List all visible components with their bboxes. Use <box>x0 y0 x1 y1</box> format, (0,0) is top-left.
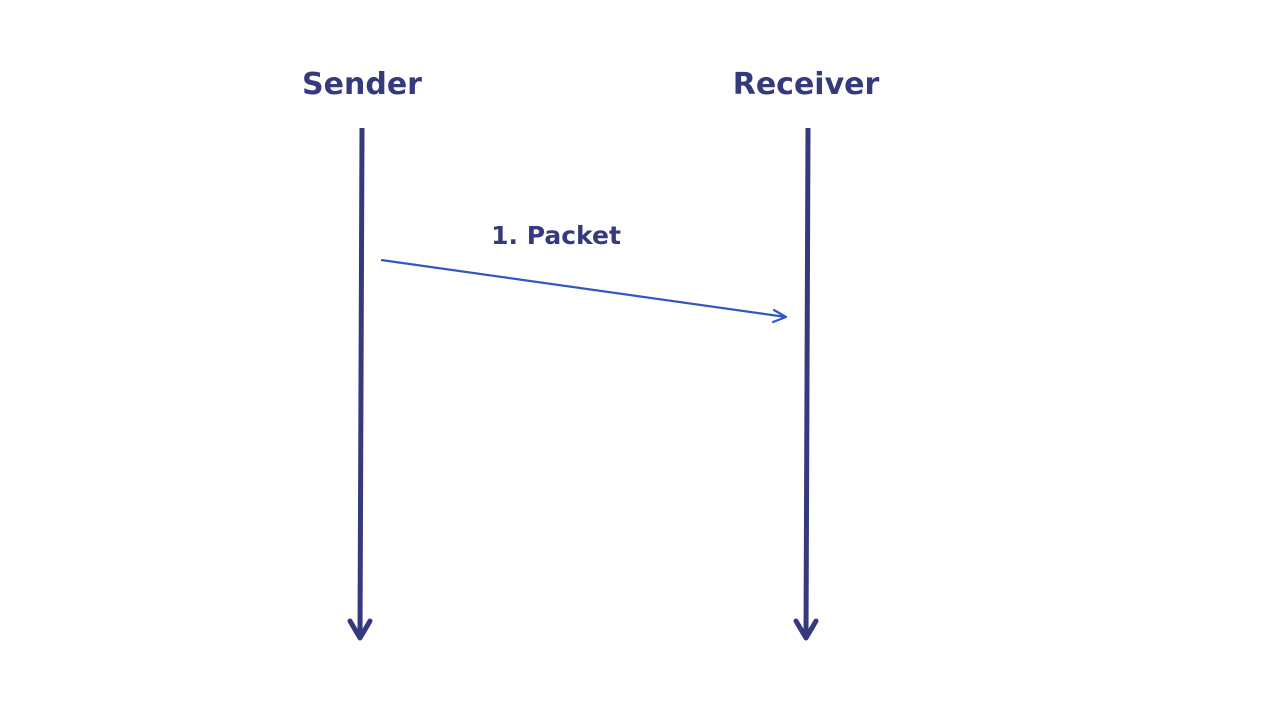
message-arrow-line <box>380 258 787 319</box>
receiver-label: Receiver <box>732 67 880 102</box>
sender-lifeline <box>347 127 373 641</box>
sender-label: Sender <box>302 67 422 102</box>
sender-lifeline-arrowhead <box>347 618 373 641</box>
receiver-lifeline-arrowhead <box>793 618 819 641</box>
message-label: 1. Packet <box>491 221 621 250</box>
message-arrow <box>380 258 788 324</box>
receiver-lifeline <box>793 127 819 641</box>
receiver-lifeline-line <box>803 127 811 639</box>
message-arrow-head <box>771 308 788 324</box>
sender-lifeline-line <box>357 127 365 639</box>
